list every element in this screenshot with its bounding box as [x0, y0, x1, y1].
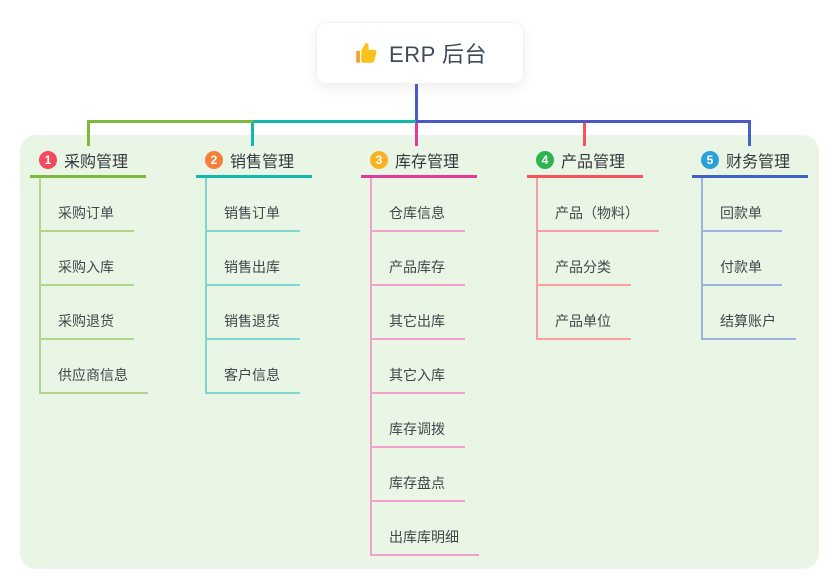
tree-node[interactable]: 销售订单 — [205, 203, 300, 232]
branch-item-list: 销售订单 销售出库 销售退货 客户信息 — [205, 178, 312, 394]
branch-node[interactable]: 1 采购管理 — [30, 145, 146, 178]
branch-title: 销售管理 — [230, 154, 295, 171]
branch-product: 4 产品管理 产品（物料） 产品分类 产品单位 — [527, 145, 659, 340]
connector-drop-branch-1 — [87, 120, 90, 146]
branch-sales: 2 销售管理 销售订单 销售出库 销售退货 客户信息 — [196, 145, 312, 394]
tree-node[interactable]: 产品（物料） — [536, 203, 659, 232]
connector-drop-branch-5 — [748, 120, 751, 146]
tree-node[interactable]: 供应商信息 — [39, 365, 148, 394]
tree-node[interactable]: 付款单 — [701, 257, 782, 286]
branch-item-list: 仓库信息 产品库存 其它出库 其它入库 库存调拨 库存盘点 出库库明细 — [370, 178, 479, 556]
mindmap-background-panel — [20, 135, 819, 569]
branch-number-badge: 3 — [370, 151, 388, 169]
branch-title: 产品管理 — [561, 154, 626, 171]
branch-node[interactable]: 2 销售管理 — [196, 145, 312, 178]
tree-node[interactable]: 产品单位 — [536, 311, 631, 340]
connector-root-stem — [415, 84, 418, 121]
branch-item-list: 产品（物料） 产品分类 产品单位 — [536, 178, 659, 340]
branch-number-badge: 2 — [205, 151, 223, 169]
branch-inventory: 3 库存管理 仓库信息 产品库存 其它出库 其它入库 库存调拨 库存盘点 出库库… — [361, 145, 479, 556]
tree-node[interactable]: 采购入库 — [39, 257, 134, 286]
root-title: ERP 后台 — [389, 42, 487, 67]
connector-horizontal-branch-2 — [253, 120, 416, 123]
branch-node[interactable]: 4 产品管理 — [527, 145, 643, 178]
branch-number-badge: 1 — [39, 151, 57, 169]
tree-node[interactable]: 产品库存 — [370, 257, 465, 286]
connector-horizontal-branch-1 — [87, 120, 253, 123]
root-node[interactable]: ERP 后台 — [316, 22, 524, 84]
branch-item-list: 采购订单 采购入库 采购退货 供应商信息 — [39, 178, 148, 394]
branch-number-badge: 5 — [701, 151, 719, 169]
tree-node[interactable]: 结算账户 — [701, 311, 796, 340]
tree-node[interactable]: 销售退货 — [205, 311, 300, 340]
branch-title: 库存管理 — [395, 154, 460, 171]
branch-title: 财务管理 — [726, 154, 791, 171]
tree-node[interactable]: 其它出库 — [370, 311, 465, 340]
connector-drop-branch-2 — [251, 120, 254, 146]
branch-node[interactable]: 3 库存管理 — [361, 145, 477, 178]
branch-number-badge: 4 — [536, 151, 554, 169]
tree-node[interactable]: 采购退货 — [39, 311, 134, 340]
tree-node[interactable]: 销售出库 — [205, 257, 300, 286]
tree-node[interactable]: 客户信息 — [205, 365, 300, 394]
tree-node[interactable]: 产品分类 — [536, 257, 631, 286]
tree-node[interactable]: 库存盘点 — [370, 473, 465, 502]
thumbs-up-icon — [353, 40, 379, 66]
tree-node[interactable]: 回款单 — [701, 203, 782, 232]
tree-node[interactable]: 库存调拨 — [370, 419, 465, 448]
tree-node[interactable]: 出库库明细 — [370, 527, 479, 556]
branch-finance: 5 财务管理 回款单 付款单 结算账户 — [692, 145, 808, 340]
tree-node[interactable]: 采购订单 — [39, 203, 134, 232]
branch-item-list: 回款单 付款单 结算账户 — [701, 178, 808, 340]
connector-horizontal-right — [416, 120, 751, 123]
tree-node[interactable]: 其它入库 — [370, 365, 465, 394]
branch-node[interactable]: 5 财务管理 — [692, 145, 808, 178]
connector-drop-branch-4 — [583, 120, 586, 146]
branch-procurement: 1 采购管理 采购订单 采购入库 采购退货 供应商信息 — [30, 145, 148, 394]
branch-title: 采购管理 — [64, 154, 129, 171]
connector-drop-branch-3 — [415, 120, 418, 146]
tree-node[interactable]: 仓库信息 — [370, 203, 465, 232]
